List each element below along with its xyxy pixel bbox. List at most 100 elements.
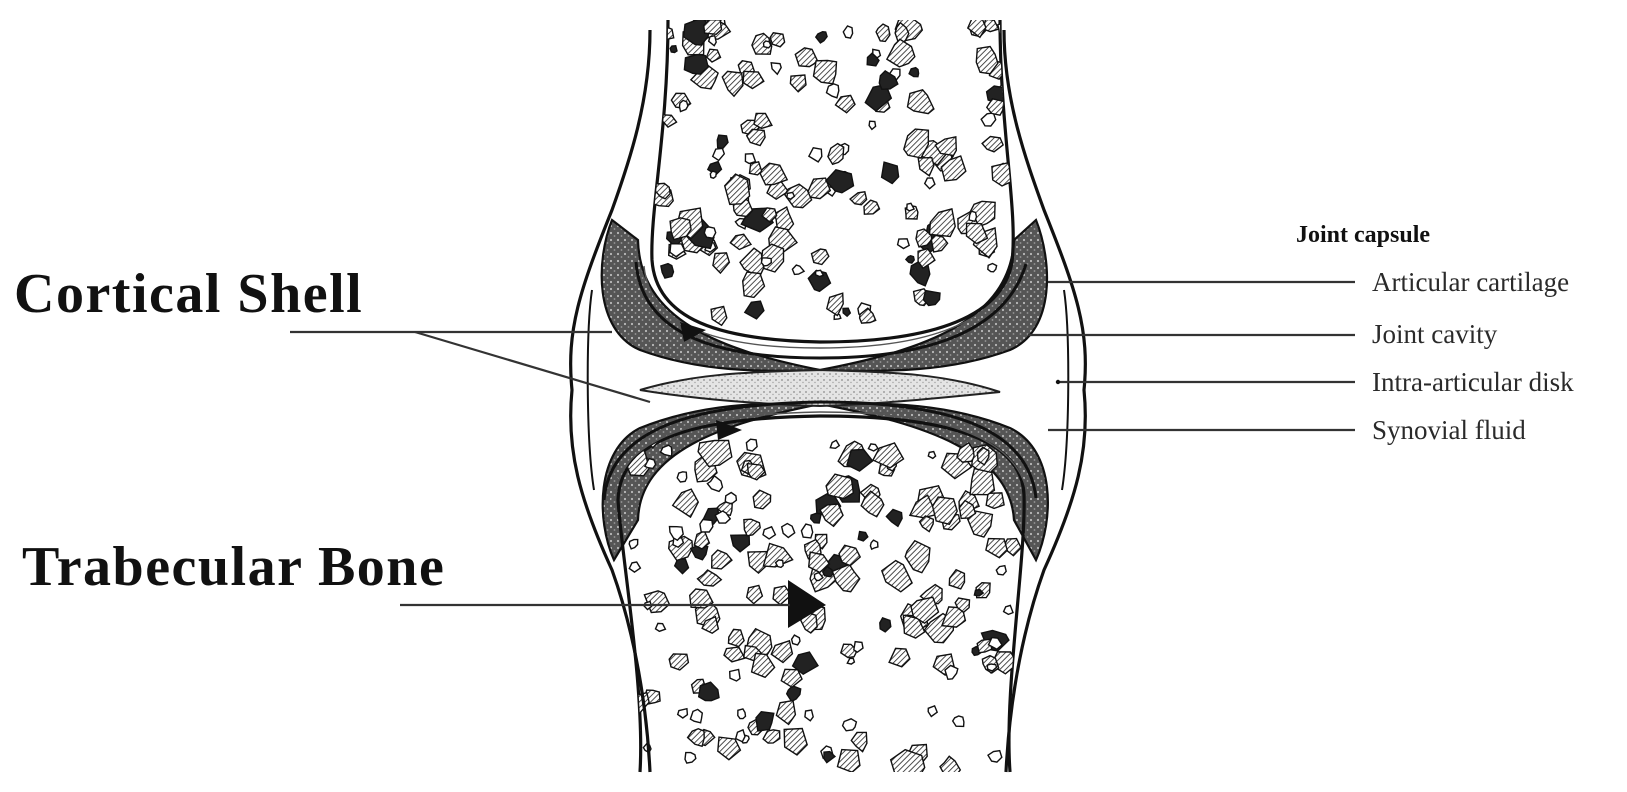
trabecula bbox=[730, 234, 751, 249]
trabecula bbox=[809, 148, 822, 162]
trabecula bbox=[725, 174, 750, 204]
trabecula bbox=[722, 71, 743, 96]
trabecula bbox=[629, 562, 640, 572]
trabecula bbox=[801, 524, 812, 538]
label-articular-cartilage: Articular cartilage bbox=[1372, 267, 1569, 297]
trabecula bbox=[792, 635, 800, 645]
trabecula bbox=[724, 647, 745, 662]
trabecula bbox=[752, 653, 775, 677]
trabecula bbox=[887, 39, 915, 67]
trabecula bbox=[851, 732, 867, 751]
trabecula bbox=[1004, 605, 1013, 614]
trabecula bbox=[629, 540, 638, 549]
label-joint-capsule: Joint capsule bbox=[1296, 222, 1430, 248]
trabecula bbox=[827, 84, 839, 98]
trabecula bbox=[826, 474, 853, 498]
trabecula bbox=[843, 308, 850, 316]
trabecula bbox=[908, 90, 934, 114]
trabecula bbox=[905, 541, 930, 573]
trabecula bbox=[923, 291, 940, 306]
trabecula bbox=[969, 211, 976, 221]
trabecula bbox=[677, 472, 687, 482]
trabecula bbox=[713, 148, 725, 160]
trabecula bbox=[781, 669, 802, 687]
trabecula bbox=[981, 113, 996, 126]
trabecula bbox=[920, 516, 934, 532]
trabecula bbox=[940, 756, 960, 776]
trabecula bbox=[698, 570, 722, 586]
trabecula bbox=[763, 527, 775, 539]
trabecula bbox=[828, 144, 844, 165]
trabecula bbox=[661, 264, 674, 279]
trabecula bbox=[631, 693, 649, 714]
trabecula bbox=[688, 729, 705, 747]
trabecula bbox=[713, 253, 730, 273]
trabecula bbox=[790, 75, 806, 92]
trabecula bbox=[750, 162, 762, 175]
trabecula bbox=[690, 709, 702, 722]
trabecula bbox=[968, 17, 986, 37]
trabecula bbox=[898, 239, 910, 249]
trabecula bbox=[820, 504, 843, 526]
trabecula bbox=[906, 256, 914, 263]
trabecula bbox=[747, 129, 765, 145]
trabecula bbox=[843, 26, 852, 38]
trabecula bbox=[869, 121, 876, 129]
trabecula bbox=[824, 752, 835, 763]
trabecula bbox=[745, 154, 755, 164]
trabecula bbox=[680, 100, 688, 111]
trabecula bbox=[747, 585, 763, 603]
trabecula bbox=[830, 440, 839, 448]
trabecula bbox=[685, 753, 696, 764]
trabecula bbox=[746, 439, 757, 451]
trabecula bbox=[880, 618, 891, 632]
trabecula bbox=[886, 510, 902, 527]
trabecula bbox=[684, 54, 708, 74]
trabecula bbox=[847, 658, 854, 664]
trabecula bbox=[753, 490, 770, 509]
trabecula bbox=[700, 520, 713, 533]
trabecula bbox=[736, 730, 745, 742]
lower-trabecular-texture bbox=[621, 437, 1021, 781]
trabecula bbox=[709, 36, 717, 46]
trabecula bbox=[814, 61, 837, 84]
trabecula bbox=[717, 135, 728, 148]
trabecula bbox=[764, 41, 771, 48]
trabecula bbox=[986, 493, 1004, 509]
trabecula bbox=[730, 670, 740, 682]
trabecula bbox=[928, 452, 935, 459]
trabecula bbox=[729, 629, 745, 646]
trabecula bbox=[711, 306, 727, 325]
trabecula bbox=[847, 449, 873, 471]
trabecula bbox=[839, 545, 860, 565]
trabecula bbox=[882, 561, 912, 592]
trabecula bbox=[987, 99, 1004, 115]
trabecula bbox=[673, 489, 699, 517]
trabecula bbox=[882, 162, 899, 183]
trabecula bbox=[771, 63, 781, 74]
trabecula bbox=[864, 200, 880, 214]
trabecula bbox=[792, 265, 804, 274]
trabecula bbox=[986, 539, 1007, 558]
trabecula bbox=[907, 203, 914, 211]
trabecula bbox=[771, 641, 792, 663]
trabecula bbox=[984, 19, 999, 32]
label-cortical-shell: Cortical Shell bbox=[14, 263, 363, 325]
trabecula bbox=[918, 249, 935, 269]
trabecula bbox=[669, 654, 688, 670]
trabecula bbox=[988, 751, 1002, 762]
label-synovial-fluid: Synovial fluid bbox=[1372, 415, 1526, 445]
label-joint-cavity: Joint cavity bbox=[1372, 319, 1498, 349]
trabecula bbox=[744, 519, 760, 536]
trabecula bbox=[970, 469, 994, 495]
trabecula bbox=[670, 46, 677, 53]
trabecula bbox=[925, 178, 935, 189]
trabecula bbox=[625, 723, 641, 736]
trabecula bbox=[930, 209, 956, 237]
trabecula bbox=[838, 750, 860, 773]
trabecula bbox=[770, 33, 785, 47]
trabecula bbox=[812, 249, 829, 265]
trabecula bbox=[996, 566, 1006, 575]
trabecula bbox=[988, 264, 997, 272]
